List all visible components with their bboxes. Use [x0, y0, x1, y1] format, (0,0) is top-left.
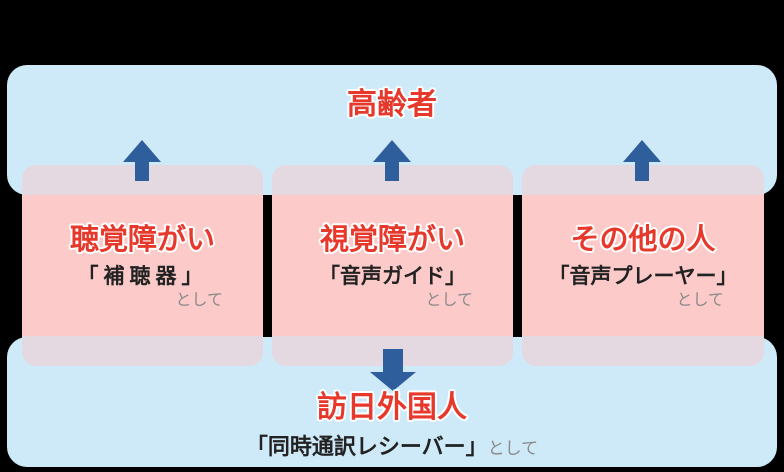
- other-people-box: その他の人 「音声プレーヤー」 として: [522, 165, 764, 366]
- hearing-impaired-box: 聴覚障がい 「補聴器」 として: [22, 165, 263, 366]
- device-name: 「同時通訳レシーバー」: [245, 434, 488, 459]
- as-suffix: として: [425, 292, 473, 309]
- group-title: 視覚障がい: [319, 224, 465, 256]
- foreign-visitors-device-line: 「同時通訳レシーバー」として: [0, 429, 784, 461]
- visually-impaired-box: 視覚障がい 「音声ガイド」 として: [272, 165, 513, 366]
- elderly-label: 高齢者: [347, 88, 437, 121]
- up-arrow-icon: [373, 140, 411, 181]
- up-arrow-icon: [623, 140, 661, 181]
- as-suffix: として: [175, 292, 223, 309]
- as-suffix: として: [676, 292, 724, 309]
- group-title: その他の人: [570, 224, 716, 256]
- device-name: 「音声プレーヤー」: [548, 265, 738, 288]
- foreign-visitors-label: 訪日外国人: [317, 391, 467, 424]
- as-suffix: として: [487, 439, 539, 458]
- device-name: 「補聴器」: [77, 265, 208, 288]
- down-arrow-icon: [370, 349, 416, 391]
- up-arrow-icon: [123, 140, 161, 181]
- device-name: 「音声ガイド」: [319, 265, 466, 288]
- group-title: 聴覚障がい: [69, 224, 215, 256]
